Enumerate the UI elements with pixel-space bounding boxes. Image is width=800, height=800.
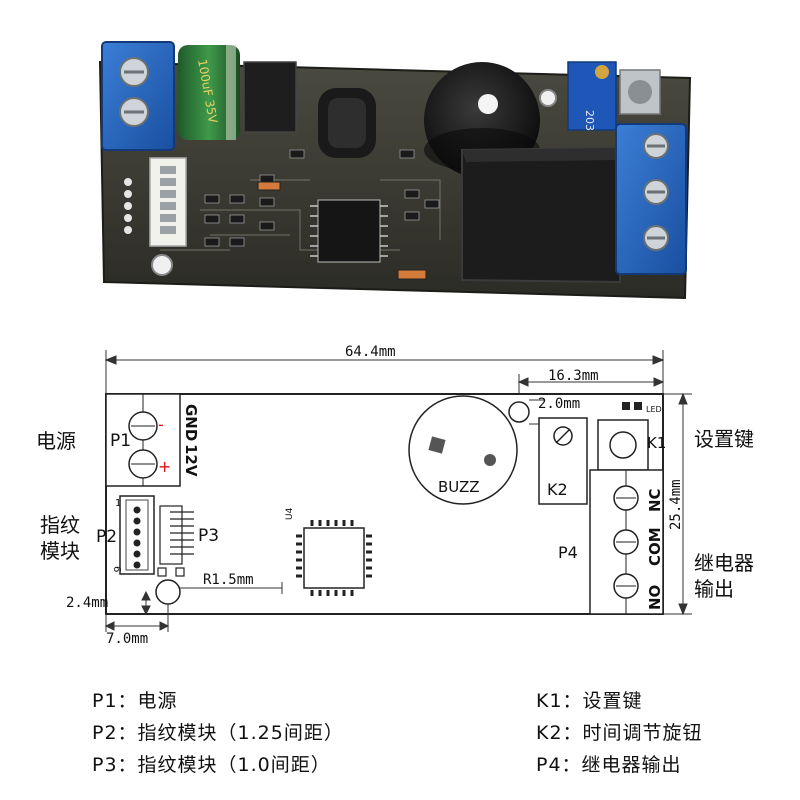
power-terminal-photo <box>101 41 175 151</box>
hole-x-dimension <box>104 604 170 632</box>
k2-label: K2 <box>547 480 568 499</box>
callout-fingerprint-2: 模块 <box>40 539 80 563</box>
hole-x-label: 7.0mm <box>106 631 148 647</box>
width-dimension-label: 64.4mm <box>345 344 396 360</box>
p2-label: P2 <box>96 527 117 547</box>
diode2-photo <box>257 181 281 191</box>
diode-photo <box>397 269 427 280</box>
k1-label: K1 <box>647 434 666 452</box>
callout-fingerprint-1: 指纹 <box>40 513 80 537</box>
p3-connector <box>157 505 194 577</box>
p4-terminal <box>589 469 664 615</box>
height-dimension <box>663 392 692 616</box>
mcu-chip-photo <box>310 199 388 263</box>
p1-terminal <box>105 393 181 487</box>
tact-switch-photo <box>619 69 661 115</box>
relay-width-label: 16.3mm <box>548 368 599 384</box>
width-dimension <box>104 350 665 394</box>
u4-label: U4 <box>285 507 295 520</box>
legend-item: P4：继电器输出 <box>536 754 682 776</box>
callout-power: 电源 <box>36 429 76 453</box>
callout-relay-2: 输出 <box>694 577 734 601</box>
callout-set-key: 设置键 <box>694 427 754 451</box>
board-photo: 100uF 35V <box>98 41 692 300</box>
legend-item: K1：设置键 <box>536 690 643 712</box>
callout-relay-1: 继电器 <box>694 551 754 575</box>
p1-label: P1 <box>110 431 131 451</box>
k1-switch <box>597 419 649 471</box>
led-label: LED <box>646 405 662 414</box>
legend-item: P2：指纹模块（1.25间距） <box>92 722 344 744</box>
trimmer-photo: 203 <box>567 61 617 131</box>
left-mounting-hole <box>155 579 181 605</box>
p3-label: P3 <box>198 526 219 546</box>
height-dimension-label: 25.4mm <box>668 479 684 530</box>
legend-left: P1：电源 P2：指纹模块（1.25间距） P3：指纹模块（1.0间距） <box>92 685 344 781</box>
p1-12v: 12V <box>182 444 200 477</box>
p1-minus: - <box>158 415 164 434</box>
p4-label: P4 <box>558 543 578 562</box>
hole-offset-dimension <box>141 590 151 616</box>
relay-terminal-photo <box>615 123 687 275</box>
legend-right: K1：设置键 K2：时间调节旋钮 P4：继电器输出 <box>536 685 703 781</box>
smd-components <box>204 149 440 247</box>
mounting-hole-left <box>151 254 173 276</box>
legend-item: P3：指纹模块（1.0间距） <box>92 754 331 776</box>
p1-plus: + <box>158 457 171 476</box>
dimension-drawing: 64.4mm 16.3mm P1 - + GND 12V <box>36 344 754 647</box>
p2-connector <box>119 495 155 575</box>
hole-diameter-label: 2.0mm <box>538 396 580 412</box>
hole-radius-leader <box>180 582 283 594</box>
k2-trimmer <box>538 417 588 505</box>
mounting-hole-right <box>539 89 557 107</box>
fingerprint-connector-photo <box>124 157 187 247</box>
hole-radius-label: R1.5mm <box>203 572 254 588</box>
trimmer-text: 203 <box>583 110 596 131</box>
legend-item: K2：时间调节旋钮 <box>536 722 703 744</box>
buzzer <box>408 395 518 505</box>
led-pads <box>622 402 642 410</box>
u4-chip <box>296 520 372 596</box>
p4-nc: NC <box>646 488 664 512</box>
p1-gnd: GND <box>182 404 200 441</box>
right-mounting-hole <box>508 401 530 423</box>
hole-offset-label: 2.4mm <box>66 595 108 611</box>
p4-com: COM <box>646 527 664 566</box>
p4-no: NO <box>646 585 664 610</box>
p2-pin1: 1 <box>115 498 121 509</box>
legend-item: P1：电源 <box>92 690 178 712</box>
capacitor-photo: 100uF 35V <box>178 45 240 140</box>
regulator-photo <box>243 61 297 133</box>
inductor-photo <box>318 88 376 158</box>
relay-photo <box>461 146 624 284</box>
buzz-label: BUZZ <box>438 478 480 496</box>
p2-pin6: 6 <box>111 566 122 572</box>
